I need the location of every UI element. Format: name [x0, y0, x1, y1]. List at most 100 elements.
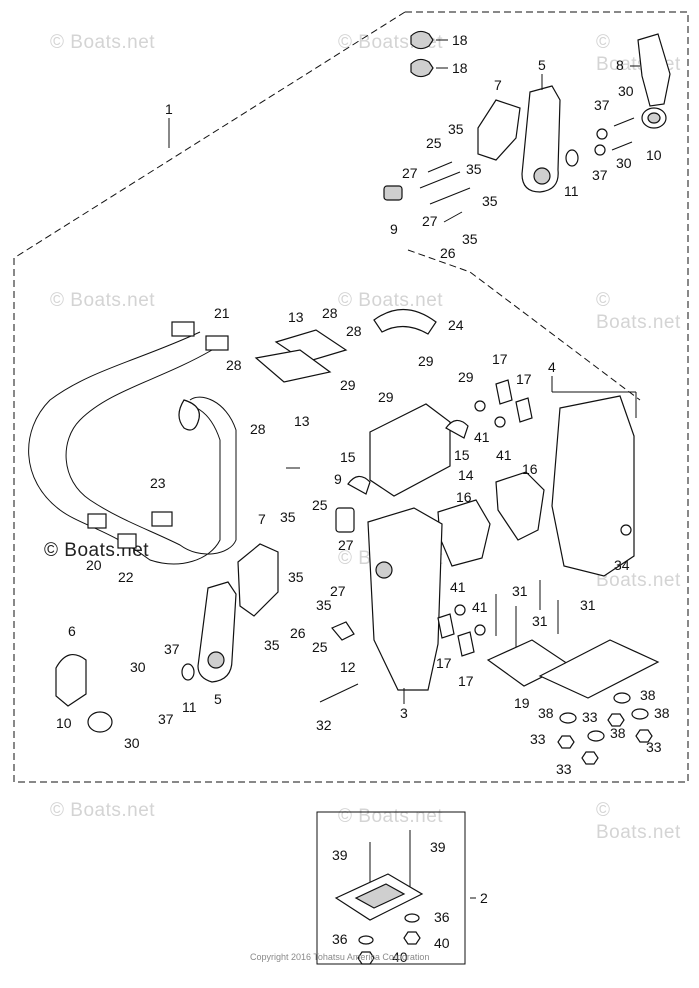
callout-32: 32	[316, 717, 332, 733]
callout-36: 36	[332, 931, 348, 947]
callout-40: 40	[392, 949, 408, 965]
part-17-bracket	[515, 397, 533, 423]
part-36-washer	[358, 935, 374, 945]
part-32-bolt	[319, 683, 359, 703]
part-6-grip	[55, 653, 87, 707]
callout-6: 6	[68, 623, 76, 639]
callout-17: 17	[458, 673, 474, 689]
callout-22: 22	[118, 569, 134, 585]
part-13-bracket	[254, 349, 332, 383]
wire-harness	[65, 349, 237, 555]
callout-9: 9	[334, 471, 342, 487]
part-18-cap	[410, 30, 434, 50]
part-33-nut	[607, 713, 625, 727]
part-17-bracket	[457, 631, 475, 657]
part-5-hub	[533, 167, 551, 185]
assembly-boundary	[13, 11, 689, 783]
part-41-washer	[474, 624, 486, 636]
part-8-grip	[637, 33, 671, 107]
callout-33: 33	[582, 709, 598, 725]
callout-35: 35	[288, 569, 304, 585]
callout-35: 35	[448, 121, 464, 137]
part-17-bracket	[495, 379, 513, 405]
callout-41: 41	[450, 579, 466, 595]
callout-38: 38	[610, 725, 626, 741]
callout-34: 34	[614, 557, 630, 573]
callout-33: 33	[646, 739, 662, 755]
part-19-plate	[538, 639, 660, 699]
part-16-plate	[495, 471, 545, 541]
part-41-washer	[474, 400, 486, 412]
part-34-nut	[620, 524, 632, 536]
callout-27: 27	[338, 537, 354, 553]
callout-14: 14	[458, 467, 474, 483]
callout-18: 18	[452, 32, 468, 48]
part-21-connector	[171, 321, 195, 337]
part-33-nut	[635, 729, 653, 743]
part-33-nut	[581, 751, 599, 765]
part-38-washer	[613, 692, 631, 704]
callout-37: 37	[164, 641, 180, 657]
callout-33: 33	[556, 761, 572, 777]
callout-35: 35	[482, 193, 498, 209]
part-24-cover	[373, 308, 437, 335]
callout-30: 30	[616, 155, 632, 171]
part-38-washer	[587, 730, 605, 742]
part-33-nut	[557, 735, 575, 749]
callout-31: 31	[532, 613, 548, 629]
callout-27: 27	[402, 165, 418, 181]
callout-35: 35	[316, 597, 332, 613]
callout-9: 9	[390, 221, 398, 237]
callout-13: 13	[294, 413, 310, 429]
callout-21: 21	[214, 305, 230, 321]
callout-18: 18	[452, 60, 468, 76]
callout-29: 29	[458, 369, 474, 385]
callout-2: 2	[480, 890, 488, 906]
callout-29: 29	[378, 389, 394, 405]
part-3-remote-body	[367, 507, 443, 691]
callout-12: 12	[340, 659, 356, 675]
callout-39: 39	[332, 847, 348, 863]
part-21-connector	[205, 335, 229, 351]
callout-30: 30	[124, 735, 140, 751]
callout-35: 35	[462, 231, 478, 247]
wire-harness	[28, 331, 221, 565]
part-9-block	[383, 185, 403, 201]
callout-26: 26	[290, 625, 306, 641]
part-10-bushing	[87, 711, 113, 733]
callout-39: 39	[430, 839, 446, 855]
callout-27: 27	[422, 213, 438, 229]
callout-11: 11	[564, 183, 579, 199]
callout-10: 10	[646, 147, 662, 163]
callout-35: 35	[280, 509, 296, 525]
part-10-bushing-hole	[647, 112, 661, 124]
callout-36: 36	[434, 909, 450, 925]
part-5-hub	[207, 651, 225, 669]
part-17-bracket	[437, 613, 455, 639]
callout-29: 29	[418, 353, 434, 369]
callout-labels: 1 2 3 4 5 5 6 7 7 8 9 9 10 10 11 11 12 1…	[56, 32, 670, 965]
callout-35: 35	[466, 161, 482, 177]
part-18-cap	[410, 58, 434, 78]
part-14-housing	[369, 403, 451, 497]
callout-31: 31	[512, 583, 528, 599]
part-38-washer	[631, 708, 649, 720]
callout-26: 26	[440, 245, 456, 261]
callout-41: 41	[472, 599, 488, 615]
callout-38: 38	[538, 705, 554, 721]
callout-41: 41	[496, 447, 512, 463]
callout-37: 37	[594, 97, 610, 113]
callout-31: 31	[580, 597, 596, 613]
part-41-washer	[454, 604, 466, 616]
callout-25: 25	[426, 135, 442, 151]
callout-37: 37	[158, 711, 174, 727]
callout-30: 30	[618, 83, 634, 99]
part-36-washer	[404, 913, 420, 923]
callout-17: 17	[516, 371, 532, 387]
part-20-connector	[87, 513, 107, 529]
callout-11: 11	[182, 699, 197, 715]
callout-27: 27	[330, 583, 346, 599]
callout-15: 15	[454, 447, 470, 463]
callout-5: 5	[538, 57, 546, 73]
